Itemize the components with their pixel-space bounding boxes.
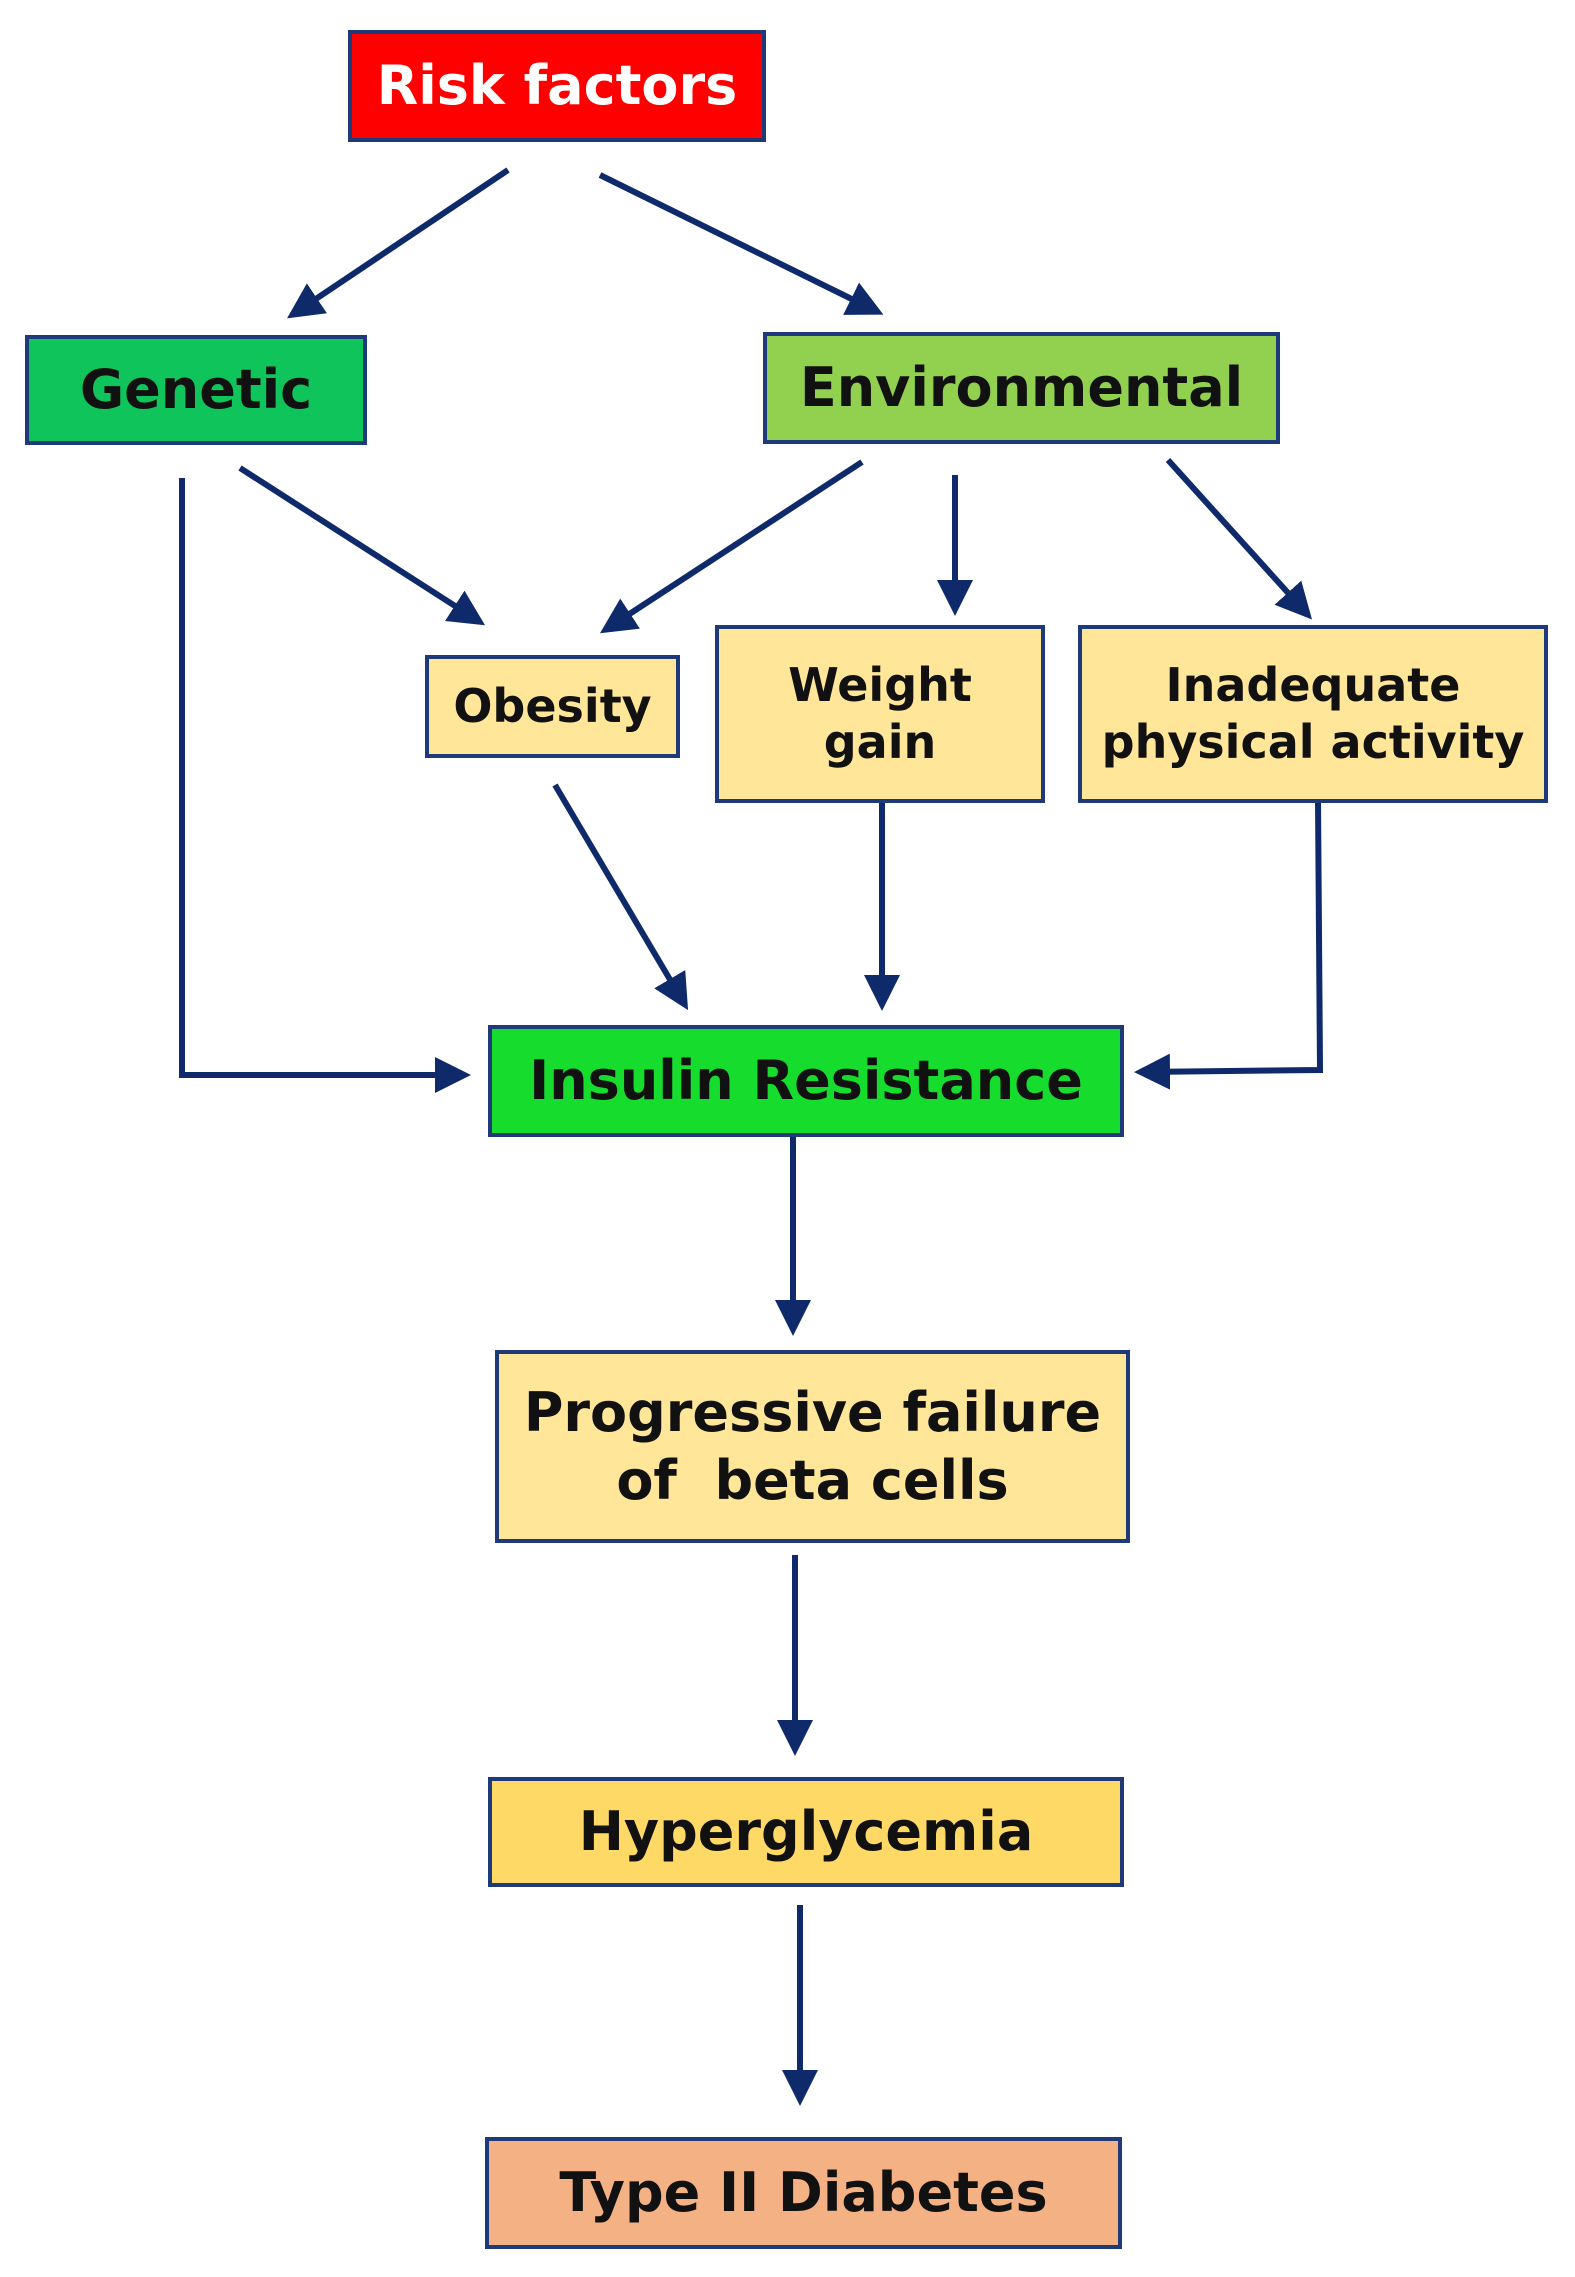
node-insulin-resistance-label: Insulin Resistance <box>529 1049 1083 1113</box>
arrow-environmental-to-obesity <box>599 459 864 634</box>
arrow-inadequate-activity-to-insulin-resistance <box>1134 799 1324 1090</box>
node-progressive-failure-line1: Progressive failure <box>523 1381 1102 1444</box>
node-environmental: Environmental <box>763 332 1280 444</box>
node-hyperglycemia-label: Hyperglycemia <box>578 1800 1034 1864</box>
node-environmental-label: Environmental <box>799 356 1244 420</box>
arrow-obesity-to-insulin-resistance <box>552 783 689 1011</box>
node-inadequate-activity: Inadequate physical activity <box>1078 625 1548 803</box>
arrow-genetic-to-obesity <box>238 465 486 626</box>
node-genetic: Genetic <box>25 335 367 445</box>
node-genetic-label: Genetic <box>79 358 313 422</box>
node-weight-gain: Weight gain <box>715 625 1045 803</box>
arrow-risk-to-genetic <box>287 167 510 319</box>
node-weight-gain-line1: Weight <box>788 657 972 712</box>
node-progressive-failure: Progressive failure of beta cells <box>495 1350 1130 1543</box>
arrow-risk-to-environmental <box>598 172 884 315</box>
node-risk-factors: Risk factors <box>348 30 766 142</box>
arrow-environmental-to-inadequate-activity <box>1165 457 1313 620</box>
node-progressive-failure-line2: of beta cells <box>616 1448 1009 1512</box>
node-obesity-label: Obesity <box>453 678 652 733</box>
arrow-genetic-to-insulin-resistance <box>179 478 471 1093</box>
node-inadequate-activity-line2: physical activity <box>1101 715 1525 769</box>
node-type2-diabetes-label: Type II Diabetes <box>559 2161 1048 2225</box>
node-type2-diabetes: Type II Diabetes <box>485 2137 1122 2249</box>
node-hyperglycemia: Hyperglycemia <box>488 1777 1124 1887</box>
node-insulin-resistance: Insulin Resistance <box>488 1025 1124 1137</box>
node-obesity: Obesity <box>425 655 680 758</box>
node-risk-factors-label: Risk factors <box>376 54 738 118</box>
node-inadequate-activity-line1: Inadequate <box>1165 657 1461 712</box>
node-weight-gain-line2: gain <box>823 715 937 769</box>
